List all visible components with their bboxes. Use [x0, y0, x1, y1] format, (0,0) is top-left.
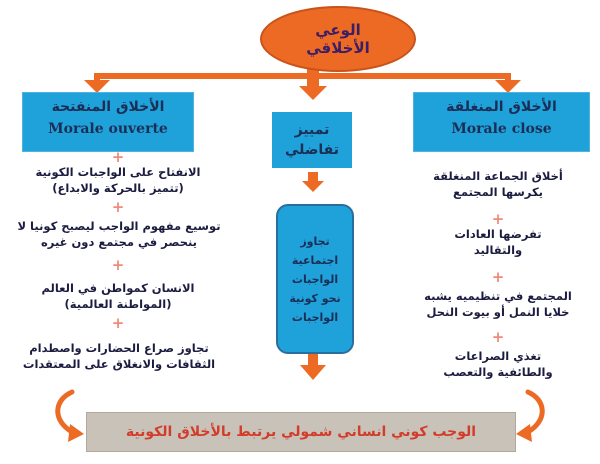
- closed-morality-title-ar: الأخلاق المنغلقة: [446, 99, 557, 115]
- list-item: توسيع مفهوم الواجب ليصبح كونيا لا ينحصر …: [17, 219, 221, 249]
- plus-icon: +: [491, 328, 505, 346]
- oval-line2: الأخلاقي: [306, 39, 370, 57]
- universal-duty-conclusion: الوجب كوني انساني شمولي يرتبط بالأخلاق ا…: [86, 412, 516, 452]
- plus-icon: +: [111, 314, 125, 332]
- mid-title-line2: تفاضلي: [285, 142, 339, 158]
- open-morality-header: الأخلاق المنفتحة Morale ouverte: [22, 92, 194, 152]
- open-morality-title-ar: الأخلاق المنفتحة: [51, 99, 165, 115]
- mid-title-line1: تمييز: [294, 122, 330, 138]
- transcend-duties-box: تجاوز اجتماعية الواجبات نحو كونية الواجب…: [276, 204, 354, 354]
- differential-distinction-header: تمييز تفاضلي: [272, 112, 352, 168]
- list-item: تفرضها العادات والتقاليد: [454, 227, 542, 257]
- open-morality-title-fr: Morale ouverte: [48, 121, 168, 137]
- list-item: الانسان كمواطن في العالم (المواطنة العال…: [41, 281, 195, 311]
- plus-icon: +: [111, 198, 125, 216]
- list-item: الانفتاح على الواجبات الكونية (تتميز بال…: [35, 165, 201, 195]
- list-item: أخلاق الجماعة المنغلقة يكرسها المجتمع: [433, 169, 563, 199]
- closed-morality-title-fr: Morale close: [451, 121, 552, 137]
- closed-morality-header: الأخلاق المنغلقة Morale close: [413, 92, 590, 152]
- oval-line1: الوعي: [315, 21, 361, 39]
- moral-conscience-oval: الوعي الأخلاقي: [260, 6, 416, 72]
- list-item: تغذي الصراعات والطائفية والتعصب: [443, 349, 553, 379]
- plus-icon: +: [111, 256, 125, 274]
- list-item: المجتمع في تنظيميه يشبه خلايا النمل أو ب…: [424, 289, 572, 319]
- plus-icon: +: [491, 210, 505, 228]
- list-item: تجاوز صراع الحضارات واصطدام الثقافات وال…: [22, 341, 216, 371]
- plus-icon: +: [111, 148, 125, 166]
- plus-icon: +: [491, 268, 505, 286]
